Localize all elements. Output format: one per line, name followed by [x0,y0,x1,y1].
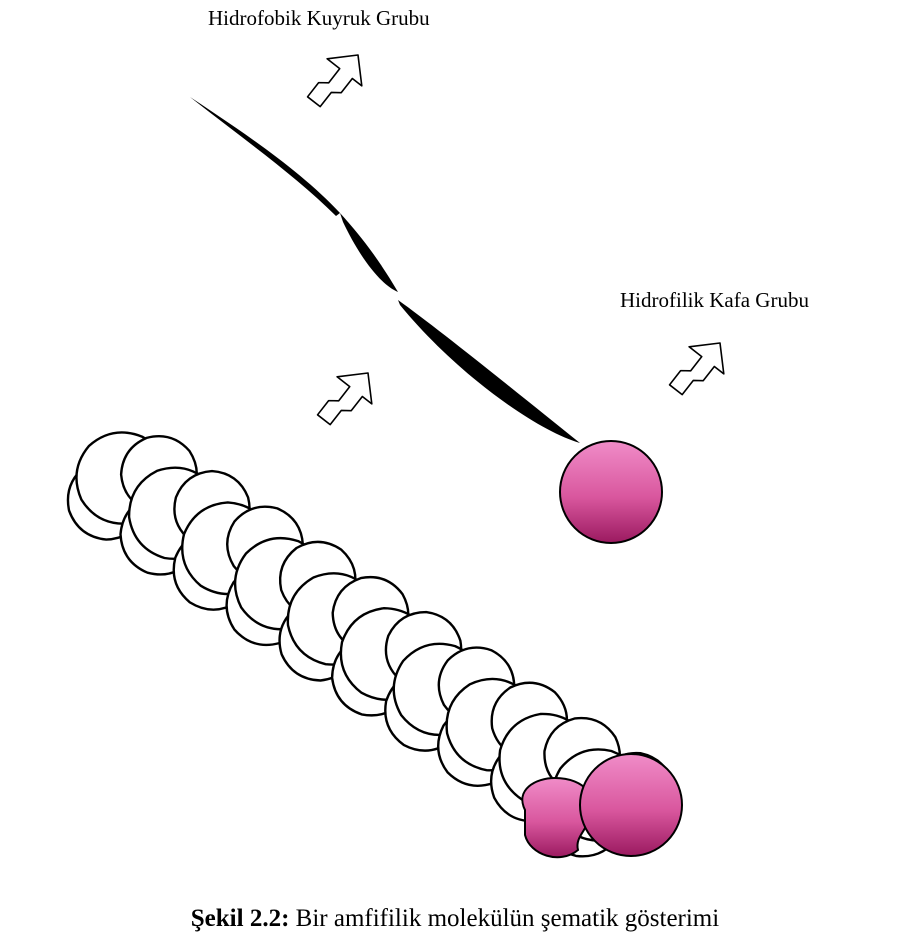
figure-caption: Şekil 2.2: Bir amfifilik molekülün şemat… [0,905,910,933]
caption-text: Bir amfifilik molekülün şematik gösterim… [289,905,719,932]
hydrophilic-head [560,441,662,543]
micelle-arrow-icon [311,359,385,437]
hydrophobic-tail [190,97,580,443]
caption-number: Şekil 2.2: [191,905,290,932]
tail-label: Hidrofobik Kuyruk Grubu [208,6,430,31]
tail-arrow-icon [301,41,375,119]
head-arrow-icon [663,329,737,407]
head-label: Hidrofilik Kafa Grubu [620,288,809,313]
